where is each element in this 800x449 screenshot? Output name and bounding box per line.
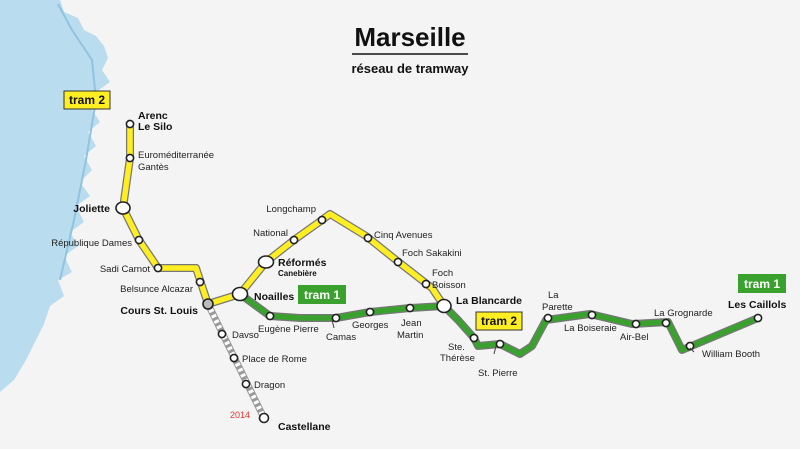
svg-text:tram 2: tram 2 (69, 93, 105, 107)
station-national[interactable] (289, 235, 299, 245)
station-jean-martin[interactable] (405, 303, 415, 313)
label-jean-martin-1: Jean (401, 318, 422, 329)
sea-area (0, 0, 110, 392)
badge-tram2-top: tram 2 (63, 90, 111, 110)
label-la-grognarde: La Grognarde (654, 308, 713, 319)
station-cours-st-louis[interactable] (202, 298, 214, 310)
label-eugene-pierre: Eugène Pierre (258, 324, 319, 335)
station-la-grognarde[interactable] (661, 318, 671, 328)
station-eugene-pierre[interactable] (265, 311, 275, 321)
station-cinq-avenues[interactable] (363, 233, 373, 243)
station-georges[interactable] (365, 307, 375, 317)
label-reformes: Réformés (278, 257, 327, 269)
label-jean-martin-2: Martin (397, 330, 423, 341)
map-subtitle: réseau de tramway (351, 61, 469, 76)
station-william-booth[interactable] (685, 341, 695, 351)
label-arenc: Arenc (138, 110, 168, 122)
label-noailles: Noailles (254, 291, 294, 303)
label-cinq-avenues: Cinq Avenues (374, 230, 433, 241)
station-dragon[interactable] (241, 379, 251, 389)
station-reformes[interactable] (257, 255, 275, 269)
label-canebiere: Canebière (278, 269, 317, 278)
badge-tram2-blancarde: tram 2 (475, 311, 523, 331)
svg-text:tram 1: tram 1 (744, 277, 780, 291)
station-euromediterranee[interactable] (125, 153, 135, 163)
station-castellane[interactable] (258, 412, 270, 424)
station-sadi-carnot[interactable] (153, 263, 163, 273)
label-republique: République Dames (51, 238, 132, 249)
label-la-boiseraie: La Boiseraie (564, 323, 617, 334)
label-la-parette-1: La (548, 290, 559, 301)
tram2-line (119, 124, 448, 309)
label-st-pierre: St. Pierre (478, 368, 518, 379)
label-ste-therese-1: Ste. (448, 342, 465, 353)
label-les-caillols: Les Caillols (728, 299, 787, 311)
badge-tram1-caillols: tram 1 (738, 274, 786, 293)
label-leaders (331, 319, 695, 355)
station-la-blancarde[interactable] (436, 298, 452, 314)
station-place-de-rome[interactable] (229, 353, 239, 363)
label-le-silo: Le Silo (138, 121, 172, 133)
station-st-pierre[interactable] (495, 339, 505, 349)
badge-tram1-noailles: tram 1 (298, 285, 346, 304)
station-air-bel[interactable] (631, 319, 641, 329)
label-la-parette-2: Parette (542, 302, 573, 313)
station-les-caillols[interactable] (753, 313, 763, 323)
label-joliette: Joliette (73, 203, 110, 215)
svg-text:tram 2: tram 2 (481, 314, 517, 328)
label-extension-year: 2014 (230, 410, 250, 420)
label-euromed-2: Gantès (138, 162, 169, 173)
station-arenc[interactable] (125, 119, 135, 129)
station-ste-therese[interactable] (469, 333, 479, 343)
svg-text:tram 1: tram 1 (304, 288, 340, 302)
label-davso: Davso (232, 330, 259, 341)
label-william-booth: William Booth (702, 349, 760, 360)
label-camas: Camas (326, 332, 356, 343)
label-place-de-rome: Place de Rome (242, 354, 307, 365)
label-longchamp: Longchamp (266, 204, 316, 215)
station-noailles[interactable] (231, 286, 249, 302)
station-foch-sakakini[interactable] (393, 257, 403, 267)
map-title: Marseille (354, 22, 465, 52)
label-la-blancarde: La Blancarde (456, 295, 522, 307)
label-national: National (253, 228, 288, 239)
label-euromed-1: Euroméditerranée (138, 150, 214, 161)
label-foch-boisson-1: Foch (432, 268, 453, 279)
label-dragon: Dragon (254, 380, 285, 391)
label-castellane: Castellane (278, 421, 331, 433)
label-georges: Georges (352, 320, 389, 331)
station-davso[interactable] (217, 329, 227, 339)
label-air-bel: Air-Bel (620, 332, 649, 343)
station-foch-boisson[interactable] (421, 279, 431, 289)
station-la-boiseraie[interactable] (587, 310, 597, 320)
label-foch-sakakini: Foch Sakakini (402, 248, 462, 259)
station-belsunce[interactable] (195, 277, 205, 287)
label-sadi-carnot: Sadi Carnot (100, 264, 151, 275)
label-ste-therese-2: Thérèse (440, 353, 475, 364)
station-la-parette[interactable] (543, 313, 553, 323)
label-belsunce: Belsunce Alcazar (120, 284, 193, 295)
station-republique[interactable] (134, 235, 144, 245)
label-foch-boisson-2: Boisson (432, 280, 466, 291)
label-cours-st-louis: Cours St. Louis (120, 305, 198, 317)
station-joliette[interactable] (115, 201, 131, 215)
station-camas[interactable] (331, 313, 341, 323)
station-longchamp[interactable] (317, 215, 327, 225)
station-markers (115, 119, 763, 424)
